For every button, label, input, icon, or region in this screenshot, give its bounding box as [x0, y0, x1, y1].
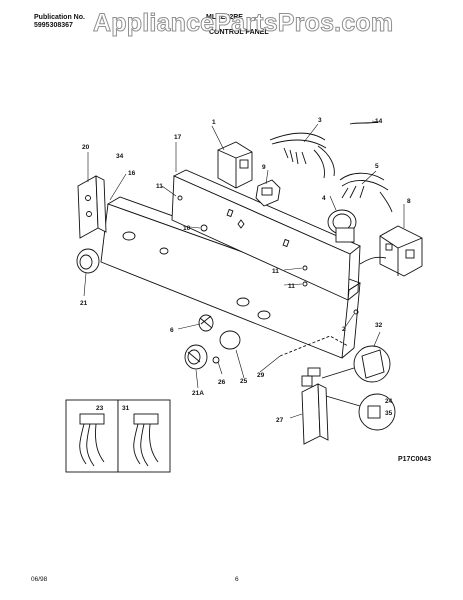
callout-21a: 21A — [192, 390, 204, 397]
callout-11-mid: 11 — [272, 268, 279, 275]
leader-lines — [83, 120, 405, 419]
callout-1: 1 — [212, 119, 216, 126]
section-title: CONTROL PANEL — [209, 29, 269, 36]
screw-2 — [353, 309, 359, 315]
footer-date: 06/98 — [31, 576, 48, 583]
model-number: MLXE42RE — [206, 14, 243, 21]
callout-25: 25 — [240, 378, 248, 385]
callout-26: 26 — [218, 379, 226, 386]
detail-bubble-35 — [325, 393, 396, 431]
publication-label: Publication No. — [34, 14, 85, 21]
knob-spring — [212, 356, 220, 364]
wire-clip — [349, 121, 379, 125]
screw-11c — [177, 195, 183, 201]
callout-6: 5 — [375, 163, 379, 170]
callout-11-top: 11 — [156, 183, 163, 190]
detail-bubble-32 — [321, 345, 391, 383]
callout-35: 35 — [385, 410, 393, 417]
callout-20: 20 — [82, 144, 90, 151]
screw-11a — [302, 265, 308, 271]
callout-10: 9 — [262, 164, 266, 171]
inset-29 — [117, 399, 171, 473]
panel-bracket — [171, 169, 361, 301]
callout-8: 8 — [407, 198, 411, 205]
wire-harness-3 — [269, 132, 335, 179]
callout-27: 29 — [257, 372, 265, 379]
wire-harness-6 — [339, 172, 393, 213]
callout-16: 16 — [128, 170, 136, 177]
dial-plate — [219, 330, 241, 350]
callout-34: 34 — [116, 153, 124, 160]
pressure-switch — [327, 209, 357, 243]
callout-14: 14 — [375, 118, 383, 125]
callout-5: 4 — [322, 195, 326, 202]
board-wire — [359, 256, 387, 265]
left-end-bracket — [77, 175, 107, 239]
callout-29: 31 — [122, 405, 130, 412]
callout-labels: 20 34 16 17 1 3 14 9 5 11 4 8 10 11 11 2… — [80, 117, 411, 424]
screw-11b — [302, 281, 308, 287]
watermark-logo: AppliancePartsPros.com — [92, 9, 394, 38]
footer-page: 6 — [235, 576, 239, 583]
callout-23: 23 — [96, 405, 104, 412]
junction-bracket — [301, 367, 329, 445]
callout-24: 24 — [385, 398, 393, 405]
ground-path — [279, 335, 349, 357]
callout-32: 32 — [375, 322, 383, 329]
knob-21a — [184, 344, 208, 370]
inset-23 — [65, 399, 119, 473]
switch-part — [255, 179, 281, 207]
callout-11-low: 11 — [288, 283, 295, 290]
callout-9: 10 — [183, 225, 191, 232]
callout-17: 17 — [174, 134, 182, 141]
publication-number: 5995308367 — [34, 22, 73, 29]
knob-21 — [76, 248, 100, 274]
callout-2: 2 — [342, 326, 346, 333]
knob-4 — [198, 314, 214, 332]
callout-31: 27 — [276, 417, 284, 424]
callout-21: 21 — [80, 300, 88, 307]
timer-part — [217, 141, 253, 189]
callout-4: 6 — [170, 327, 174, 334]
control-board — [379, 225, 423, 277]
screw-9 — [200, 224, 208, 232]
callout-3: 3 — [318, 117, 322, 124]
figure-code: P17C0043 — [398, 456, 431, 463]
